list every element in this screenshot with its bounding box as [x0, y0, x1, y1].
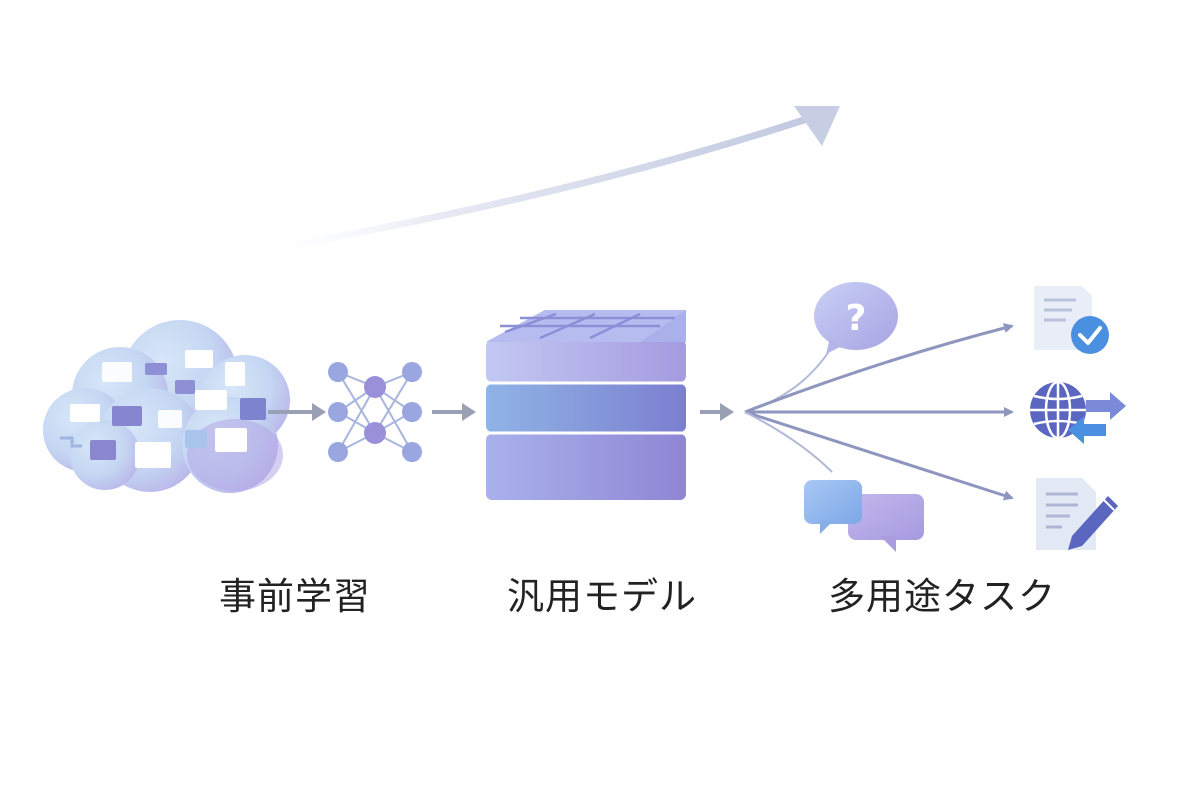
- document-edit-icon: [1036, 478, 1118, 550]
- globe-translate-icon: [1030, 380, 1126, 444]
- data-card-icons: [60, 350, 266, 468]
- fan-out-arrows: [744, 323, 1014, 501]
- model-stack-icon: [486, 310, 686, 500]
- svg-text:?: ?: [846, 298, 867, 339]
- chat-bubbles-icon: [804, 480, 924, 552]
- document-check-icon: [1034, 286, 1109, 354]
- grid-lines: [500, 312, 675, 340]
- stage-label-general-model: 汎用モデル: [507, 575, 697, 618]
- stage-label-multipurpose-tasks: 多用途タスク: [828, 575, 1056, 618]
- stage-label-pretraining: 事前学習: [219, 575, 371, 618]
- data-cloud-icon: [43, 320, 290, 493]
- trend-arrow: [236, 106, 840, 258]
- neural-network-icon: [328, 362, 422, 462]
- question-bubble-icon: ?: [814, 282, 898, 354]
